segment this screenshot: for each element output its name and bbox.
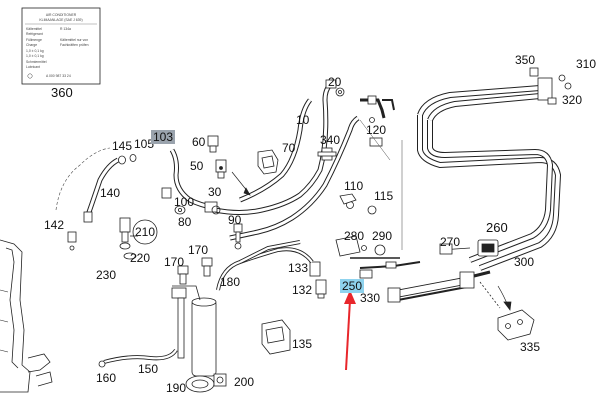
hose-170[interactable] — [216, 240, 314, 291]
callout-250-highlight — [340, 279, 364, 293]
callout-10[interactable]: 10 — [296, 113, 310, 127]
sticker-row-0-right: R 134a — [60, 27, 71, 31]
bracket-280-290[interactable] — [335, 235, 400, 259]
hose-150[interactable] — [98, 348, 178, 368]
callout-320[interactable]: 320 — [562, 93, 582, 107]
callout-335[interactable]: 335 — [520, 340, 540, 354]
o-ring-220[interactable] — [123, 252, 137, 260]
callout-200[interactable]: 200 — [234, 375, 254, 389]
callout-190[interactable]: 190 — [166, 381, 186, 395]
callout-110[interactable]: 110 — [344, 179, 363, 193]
o-rings-105-145[interactable] — [118, 154, 137, 165]
hose-assembly-30[interactable] — [204, 79, 360, 241]
expansion-valve-335[interactable] — [479, 281, 535, 341]
sticker-row-5-left: 1,0 ± 0,1 kg — [26, 54, 44, 58]
callout-360[interactable]: 360 — [51, 85, 73, 100]
callout-60[interactable]: 60 — [192, 135, 206, 149]
callout-70[interactable]: 70 — [282, 141, 296, 155]
sensor-group-210[interactable] — [119, 217, 158, 250]
sticker-row-0-left: Kältemittel — [26, 27, 42, 31]
sticker-row-1-left: Refrigerant — [26, 32, 43, 36]
callout-50[interactable]: 50 — [190, 159, 204, 173]
callout-103-highlight — [151, 130, 175, 144]
callout-170-right[interactable]: 170 — [188, 243, 208, 257]
sticker-part-number: A 000 987 33 24 — [46, 74, 71, 78]
callout-260[interactable]: 260 — [486, 220, 508, 235]
sticker-row-3-left: Charge — [26, 43, 37, 47]
callout-230[interactable]: 230 — [96, 268, 116, 282]
parts-190-200[interactable] — [185, 373, 227, 393]
bracket-135[interactable] — [261, 319, 291, 355]
parts-110-115[interactable] — [339, 193, 377, 215]
callout-290[interactable]: 290 — [372, 229, 392, 243]
valve-340[interactable] — [317, 147, 337, 161]
hose-140[interactable] — [83, 157, 120, 223]
leader-lines-right — [359, 119, 403, 250]
callout-330[interactable]: 330 — [360, 291, 380, 305]
sticker-heading-2: KLIMAANLAGE (SAE J 639) — [39, 18, 82, 22]
pipe-300[interactable] — [417, 85, 562, 271]
receiver-drier-180[interactable] — [171, 285, 217, 377]
pipe-assembly-250[interactable] — [359, 261, 491, 303]
callout-170-left[interactable]: 170 — [164, 255, 184, 269]
callout-105[interactable]: 105 — [134, 137, 154, 151]
callout-30[interactable]: 30 — [208, 185, 222, 199]
callout-270[interactable]: 270 — [440, 235, 460, 249]
sticker-row-7-left: Lubricant — [26, 65, 40, 69]
parts-100-80[interactable] — [161, 187, 186, 215]
fitting-142[interactable] — [67, 231, 77, 251]
sensor-50[interactable] — [215, 159, 227, 179]
callout-210[interactable]: 210 — [135, 225, 155, 239]
callout-135[interactable]: 135 — [292, 337, 312, 351]
callout-140[interactable]: 140 — [100, 186, 120, 200]
bolt-90[interactable] — [233, 223, 243, 250]
dashed-outline-left — [55, 147, 111, 211]
bracket-70[interactable] — [257, 149, 279, 175]
bolts-170[interactable] — [177, 257, 213, 285]
sticker-row-3-right: Fachkräften prüfen — [60, 43, 89, 47]
label-sticker-360[interactable]: AIR CONDITIONER KLIMAANLAGE (SAE J 639) … — [21, 7, 101, 100]
callout-340[interactable]: 340 — [320, 133, 340, 147]
callout-142[interactable]: 142 — [44, 218, 64, 232]
callout-90[interactable]: 90 — [228, 213, 242, 227]
callout-133[interactable]: 133 — [288, 261, 308, 275]
callout-103[interactable]: 103 — [153, 130, 173, 144]
fittings-132-133[interactable] — [309, 261, 327, 299]
callout-132[interactable]: 132 — [292, 283, 312, 297]
callout-280[interactable]: 280 — [344, 229, 364, 243]
sticker-row-4-left: 1,0 ± 0,1 kg — [26, 49, 44, 53]
callout-80[interactable]: 80 — [178, 215, 192, 229]
callout-115[interactable]: 115 — [374, 189, 393, 203]
callout-20[interactable]: 20 — [328, 75, 342, 89]
callout-220[interactable]: 220 — [130, 251, 150, 265]
callout-100[interactable]: 100 — [174, 195, 194, 209]
callout-180[interactable]: 180 — [220, 275, 240, 289]
pipe-120[interactable] — [360, 95, 395, 147]
callout-150[interactable]: 150 — [138, 362, 158, 376]
fitting-20[interactable] — [335, 87, 345, 97]
sticker-row-6-left: Schmiermittel — [26, 60, 47, 64]
sticker-heading-1: AIR CONDITIONER — [46, 13, 77, 17]
condenser-edge — [0, 239, 53, 393]
red-pointer-arrow — [344, 290, 356, 371]
pressure-switch-60[interactable] — [207, 135, 219, 153]
callout-145[interactable]: 145 — [112, 139, 132, 153]
leader-arrows — [231, 171, 512, 311]
callout-labels: 20 10 120 340 350 310 320 145 105 103 60… — [44, 53, 596, 395]
callout-120[interactable]: 120 — [366, 123, 386, 137]
connector-260-270[interactable] — [439, 239, 499, 257]
sticker-row-2-right: Kältemittel nur von — [60, 38, 88, 42]
o-ring-30[interactable] — [211, 205, 221, 215]
callout-300[interactable]: 300 — [514, 255, 534, 269]
callout-160[interactable]: 160 — [96, 371, 116, 385]
callout-250[interactable]: 250 — [342, 279, 362, 293]
fittings-310-320-350[interactable] — [529, 67, 572, 105]
hose-103[interactable] — [169, 148, 216, 211]
callout-310[interactable]: 310 — [576, 57, 596, 71]
sticker-logo-icon — [27, 73, 33, 79]
sticker-row-2-left: Füllmenge — [26, 38, 42, 42]
callout-350[interactable]: 350 — [515, 53, 535, 67]
